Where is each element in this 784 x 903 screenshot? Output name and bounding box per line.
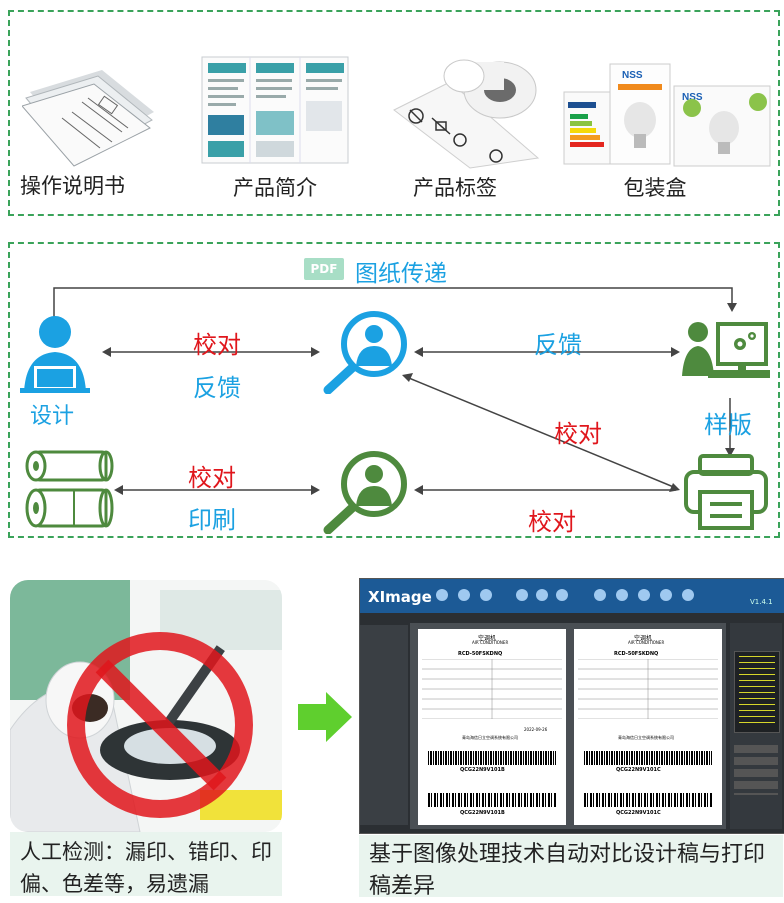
software-sidebar (360, 625, 408, 825)
software-toolbar-icons (436, 589, 694, 601)
proofreader-magnifier-icon-blue (323, 311, 407, 394)
label-subtitle-left: AIR CONDITIONER (472, 640, 509, 645)
printer-icon (684, 454, 768, 530)
feedback-label-left: 反馈 (193, 374, 241, 402)
software-toolbar (360, 579, 784, 613)
designer-icon (20, 316, 90, 393)
feedback-label-right: 反馈 (534, 331, 582, 359)
software-app-name: XImage (368, 588, 432, 606)
design-label: 设计 (30, 404, 75, 429)
barcode-text-left-2: QCG22N9V101B (460, 810, 505, 816)
paper-rolls-icon (25, 450, 114, 528)
workflow-panel (8, 242, 780, 538)
product-label-label: 产品标签 (413, 176, 497, 200)
pdf-badge: PDF (304, 258, 344, 280)
software-window: XImage V1.4.1 空调机 AIR CONDITIONER RCD-50… (359, 578, 784, 834)
label-spec-table-right (578, 659, 718, 719)
product-label-brochure: 产品简介 (233, 176, 317, 200)
label-date-left: 2022-09-26 (524, 727, 548, 732)
label-spec-table-left (422, 659, 562, 719)
barcode-text-left-1: QCG22N9V101B (460, 767, 505, 773)
proof-label-bottom-right: 校对 (528, 508, 576, 536)
transfer-label: 图纸传递 (355, 261, 447, 287)
proof-label-bottom-left: 校对 (188, 464, 236, 492)
label-model-right: RCD-50FSKDNQ (614, 651, 659, 657)
barcode-right (584, 751, 712, 765)
barcode-left-2 (428, 793, 556, 807)
brochure-image (201, 56, 349, 164)
product-label-manual: 操作说明书 (20, 174, 125, 198)
barcode-text-right-2: QCG22N9V101C (616, 810, 661, 816)
print-label: 印刷 (188, 506, 236, 534)
proof-label-diagonal: 校对 (554, 420, 602, 448)
manual-caption: 人工检测：漏印、错印、印偏、色差等，易遗漏 (10, 832, 282, 896)
barcode-text-right-1: QCG22N9V101C (616, 767, 661, 773)
label-company-left: 青岛海信日立空调系统有限公司 (462, 735, 518, 740)
manual-booklet-image (22, 70, 154, 167)
manual-inspection-photo (10, 580, 282, 832)
barcode-right-2 (584, 793, 712, 807)
barcode-left (428, 751, 556, 765)
label-model-left: RCD-50FSKDNQ (458, 651, 503, 657)
label-title-right: 空调机 (634, 635, 653, 642)
label-preview-right: 空调机 AIR CONDITIONER RCD-50FSKDNQ 青岛海信日立空… (574, 629, 722, 825)
label-subtitle-right: AIR CONDITIONER (628, 640, 665, 645)
proof-label-top-left: 校对 (193, 331, 241, 359)
svg-text:NSS: NSS (622, 70, 643, 81)
result-fields (734, 745, 778, 795)
transfer-loop-line (53, 287, 737, 495)
product-label-box: 包装盒 (623, 176, 687, 200)
label-company-right: 青岛海信日立空调系统有限公司 (618, 735, 674, 740)
svg-text:NSS: NSS (682, 92, 703, 103)
label-preview-left: 空调机 AIR CONDITIONER RCD-50FSKDNQ 2022-09… (418, 629, 566, 825)
proofreader-magnifier-icon-green (323, 451, 407, 534)
right-arrow-icon (298, 692, 352, 742)
software-version: V1.4.1 (750, 598, 773, 606)
sample-label: 样版 (704, 411, 752, 439)
product-types-panel (8, 10, 780, 216)
software-result-panel (730, 623, 782, 829)
result-list (734, 651, 780, 733)
label-roll-image (393, 59, 540, 169)
label-title-left: 空调机 (478, 635, 497, 642)
auto-caption: 基于图像处理技术自动对比设计稿与打印稿差异 (359, 835, 783, 899)
packaging-box-image: NSS NSS (563, 63, 771, 167)
sample-computer-icon (682, 322, 770, 378)
